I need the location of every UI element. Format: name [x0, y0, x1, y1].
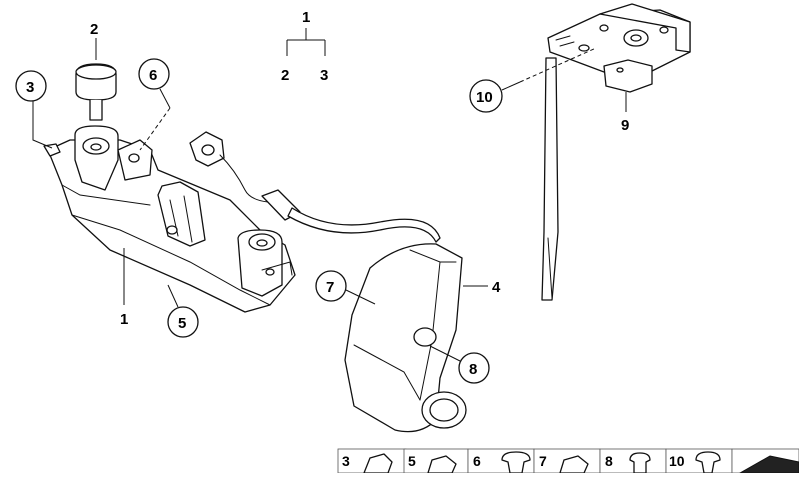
leader-3	[32, 101, 53, 149]
tree-root-label: 1	[302, 9, 310, 26]
callout-2-label: 2	[90, 21, 98, 38]
strip-label-3: 3	[342, 453, 350, 469]
strip-label-8: 8	[605, 453, 613, 469]
bracket-part: 1	[43, 125, 296, 328]
leader-6-dashed	[139, 107, 171, 151]
callout-5: 5	[167, 284, 199, 338]
strip-label-5: 5	[408, 453, 416, 469]
callout-7-label: 7	[326, 279, 334, 296]
callout-8-label: 8	[469, 361, 477, 378]
callout-6: 6	[138, 58, 171, 151]
strip-label-6: 6	[473, 453, 481, 469]
bolt-icon	[629, 452, 651, 474]
callout-6-label: 6	[149, 67, 157, 84]
leader-7	[345, 289, 376, 305]
callout-3-label: 3	[26, 79, 34, 96]
hierarchy-tree: 1 2 3	[281, 9, 328, 84]
callout-3: 3	[15, 70, 53, 149]
callout-4-label: 4	[492, 279, 501, 296]
sensor-housing-part: 4	[344, 243, 501, 433]
tree-lines	[286, 28, 326, 56]
tree-left-label: 2	[281, 67, 289, 84]
strip-label-10: 10	[669, 453, 685, 469]
screw-icon	[501, 451, 531, 474]
buffer-cap-part: 2	[75, 21, 117, 121]
strip-label-7: 7	[539, 453, 547, 469]
leader-5	[167, 284, 179, 308]
callout-10: 10	[469, 47, 597, 113]
callout-10-label: 10	[476, 89, 493, 106]
callout-9-label: 9	[621, 117, 629, 134]
latch-lock-part: 9	[541, 3, 691, 301]
tree-right-label: 3	[320, 67, 328, 84]
leader-6	[159, 88, 171, 109]
leader-10	[501, 81, 521, 91]
callout-8: 8	[429, 345, 490, 384]
callout-5-label: 5	[178, 315, 186, 332]
screw-icon	[695, 451, 721, 474]
callout-7: 7	[315, 270, 376, 305]
parts-strip: 3 5 6 7 8 10	[337, 448, 799, 474]
callout-1-label: 1	[120, 311, 128, 328]
wire-harness	[189, 131, 441, 243]
leader-8	[429, 345, 461, 362]
